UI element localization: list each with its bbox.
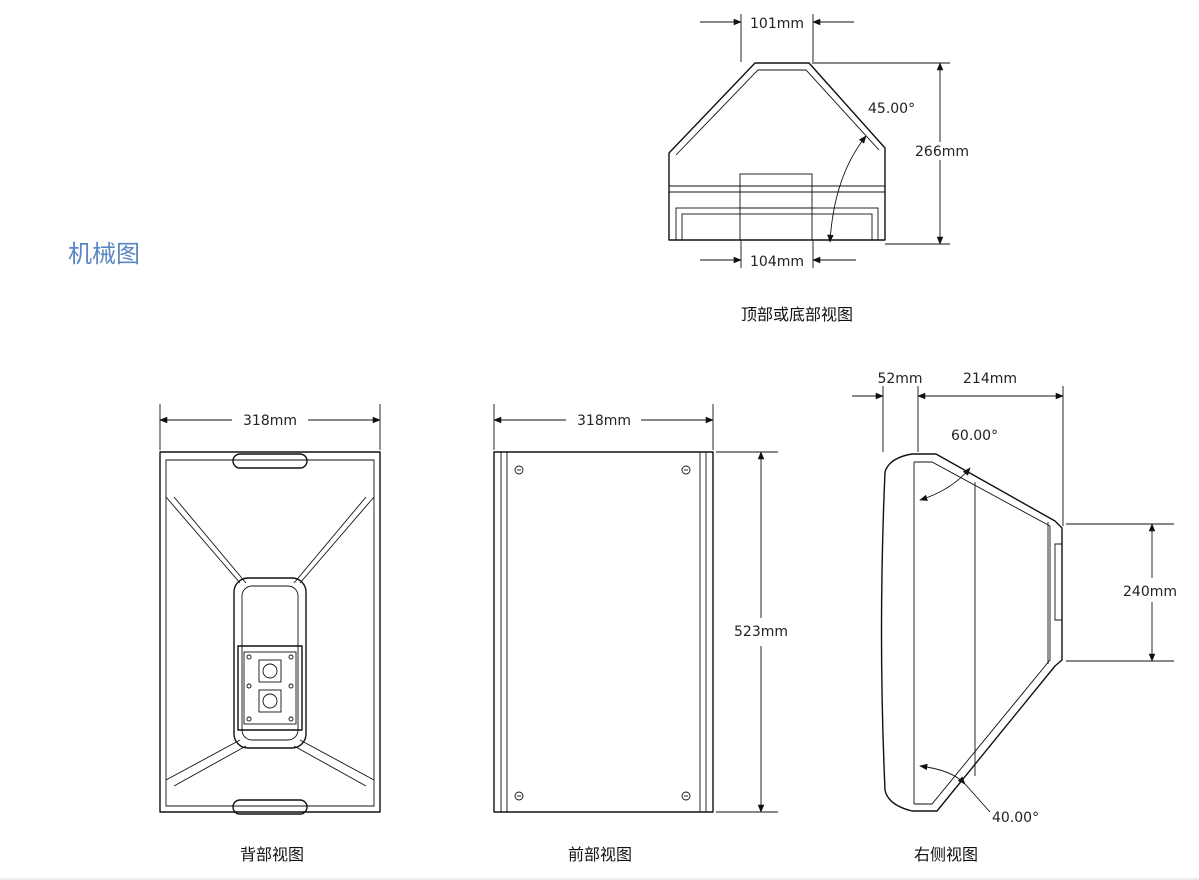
right-depth-label: 214mm (963, 371, 1017, 387)
right-front-depth-label: 52mm (877, 371, 922, 387)
front-height-dimension: 523mm (716, 451, 788, 813)
bottom-width-dimension: 104mm (700, 240, 856, 270)
bottom-width-label: 104mm (750, 254, 804, 270)
page-title: 机械图 (68, 240, 140, 268)
top-height-dimension: 266mm (812, 62, 969, 245)
front-width-dimension: 318mm (493, 404, 714, 450)
top-height-label: 266mm (915, 144, 969, 160)
right-angle-top: 60.00° (919, 428, 998, 501)
right-angle-top-label: 60.00° (951, 428, 998, 444)
top-view: 101mm 104mm 266mm 45.00° 顶部或底部视图 (668, 14, 969, 324)
back-view: 318mm 背部视图 (159, 404, 381, 864)
right-handle-dimension: 240mm (1066, 523, 1177, 662)
back-view-caption: 背部视图 (240, 845, 304, 864)
right-view: 52mm 214mm 240mm 60.00° 40.00° 右侧视图 (852, 371, 1177, 864)
back-width-label: 318mm (243, 413, 297, 429)
right-view-outline (880, 453, 1063, 812)
back-width-dimension: 318mm (159, 404, 381, 450)
top-angle-dimension: 45.00° (827, 101, 915, 243)
front-view-caption: 前部视图 (568, 845, 632, 864)
top-view-caption: 顶部或底部视图 (741, 305, 853, 324)
right-angle-bottom-label: 40.00° (992, 810, 1039, 826)
front-width-label: 318mm (577, 413, 631, 429)
top-width-dimension: 101mm (700, 14, 854, 62)
right-handle-label: 240mm (1123, 584, 1177, 600)
front-height-label: 523mm (734, 624, 788, 640)
right-angle-bottom: 40.00° (919, 763, 1039, 826)
back-view-outline (159, 451, 381, 815)
top-view-outline (668, 62, 886, 241)
front-view: 318mm 523mm 前部视图 (493, 404, 788, 864)
right-view-caption: 右侧视图 (914, 845, 978, 864)
top-angle-label: 45.00° (868, 101, 915, 117)
top-width-label: 101mm (750, 16, 804, 32)
right-top-dimensions: 52mm 214mm (852, 371, 1064, 526)
front-view-outline (493, 451, 714, 813)
